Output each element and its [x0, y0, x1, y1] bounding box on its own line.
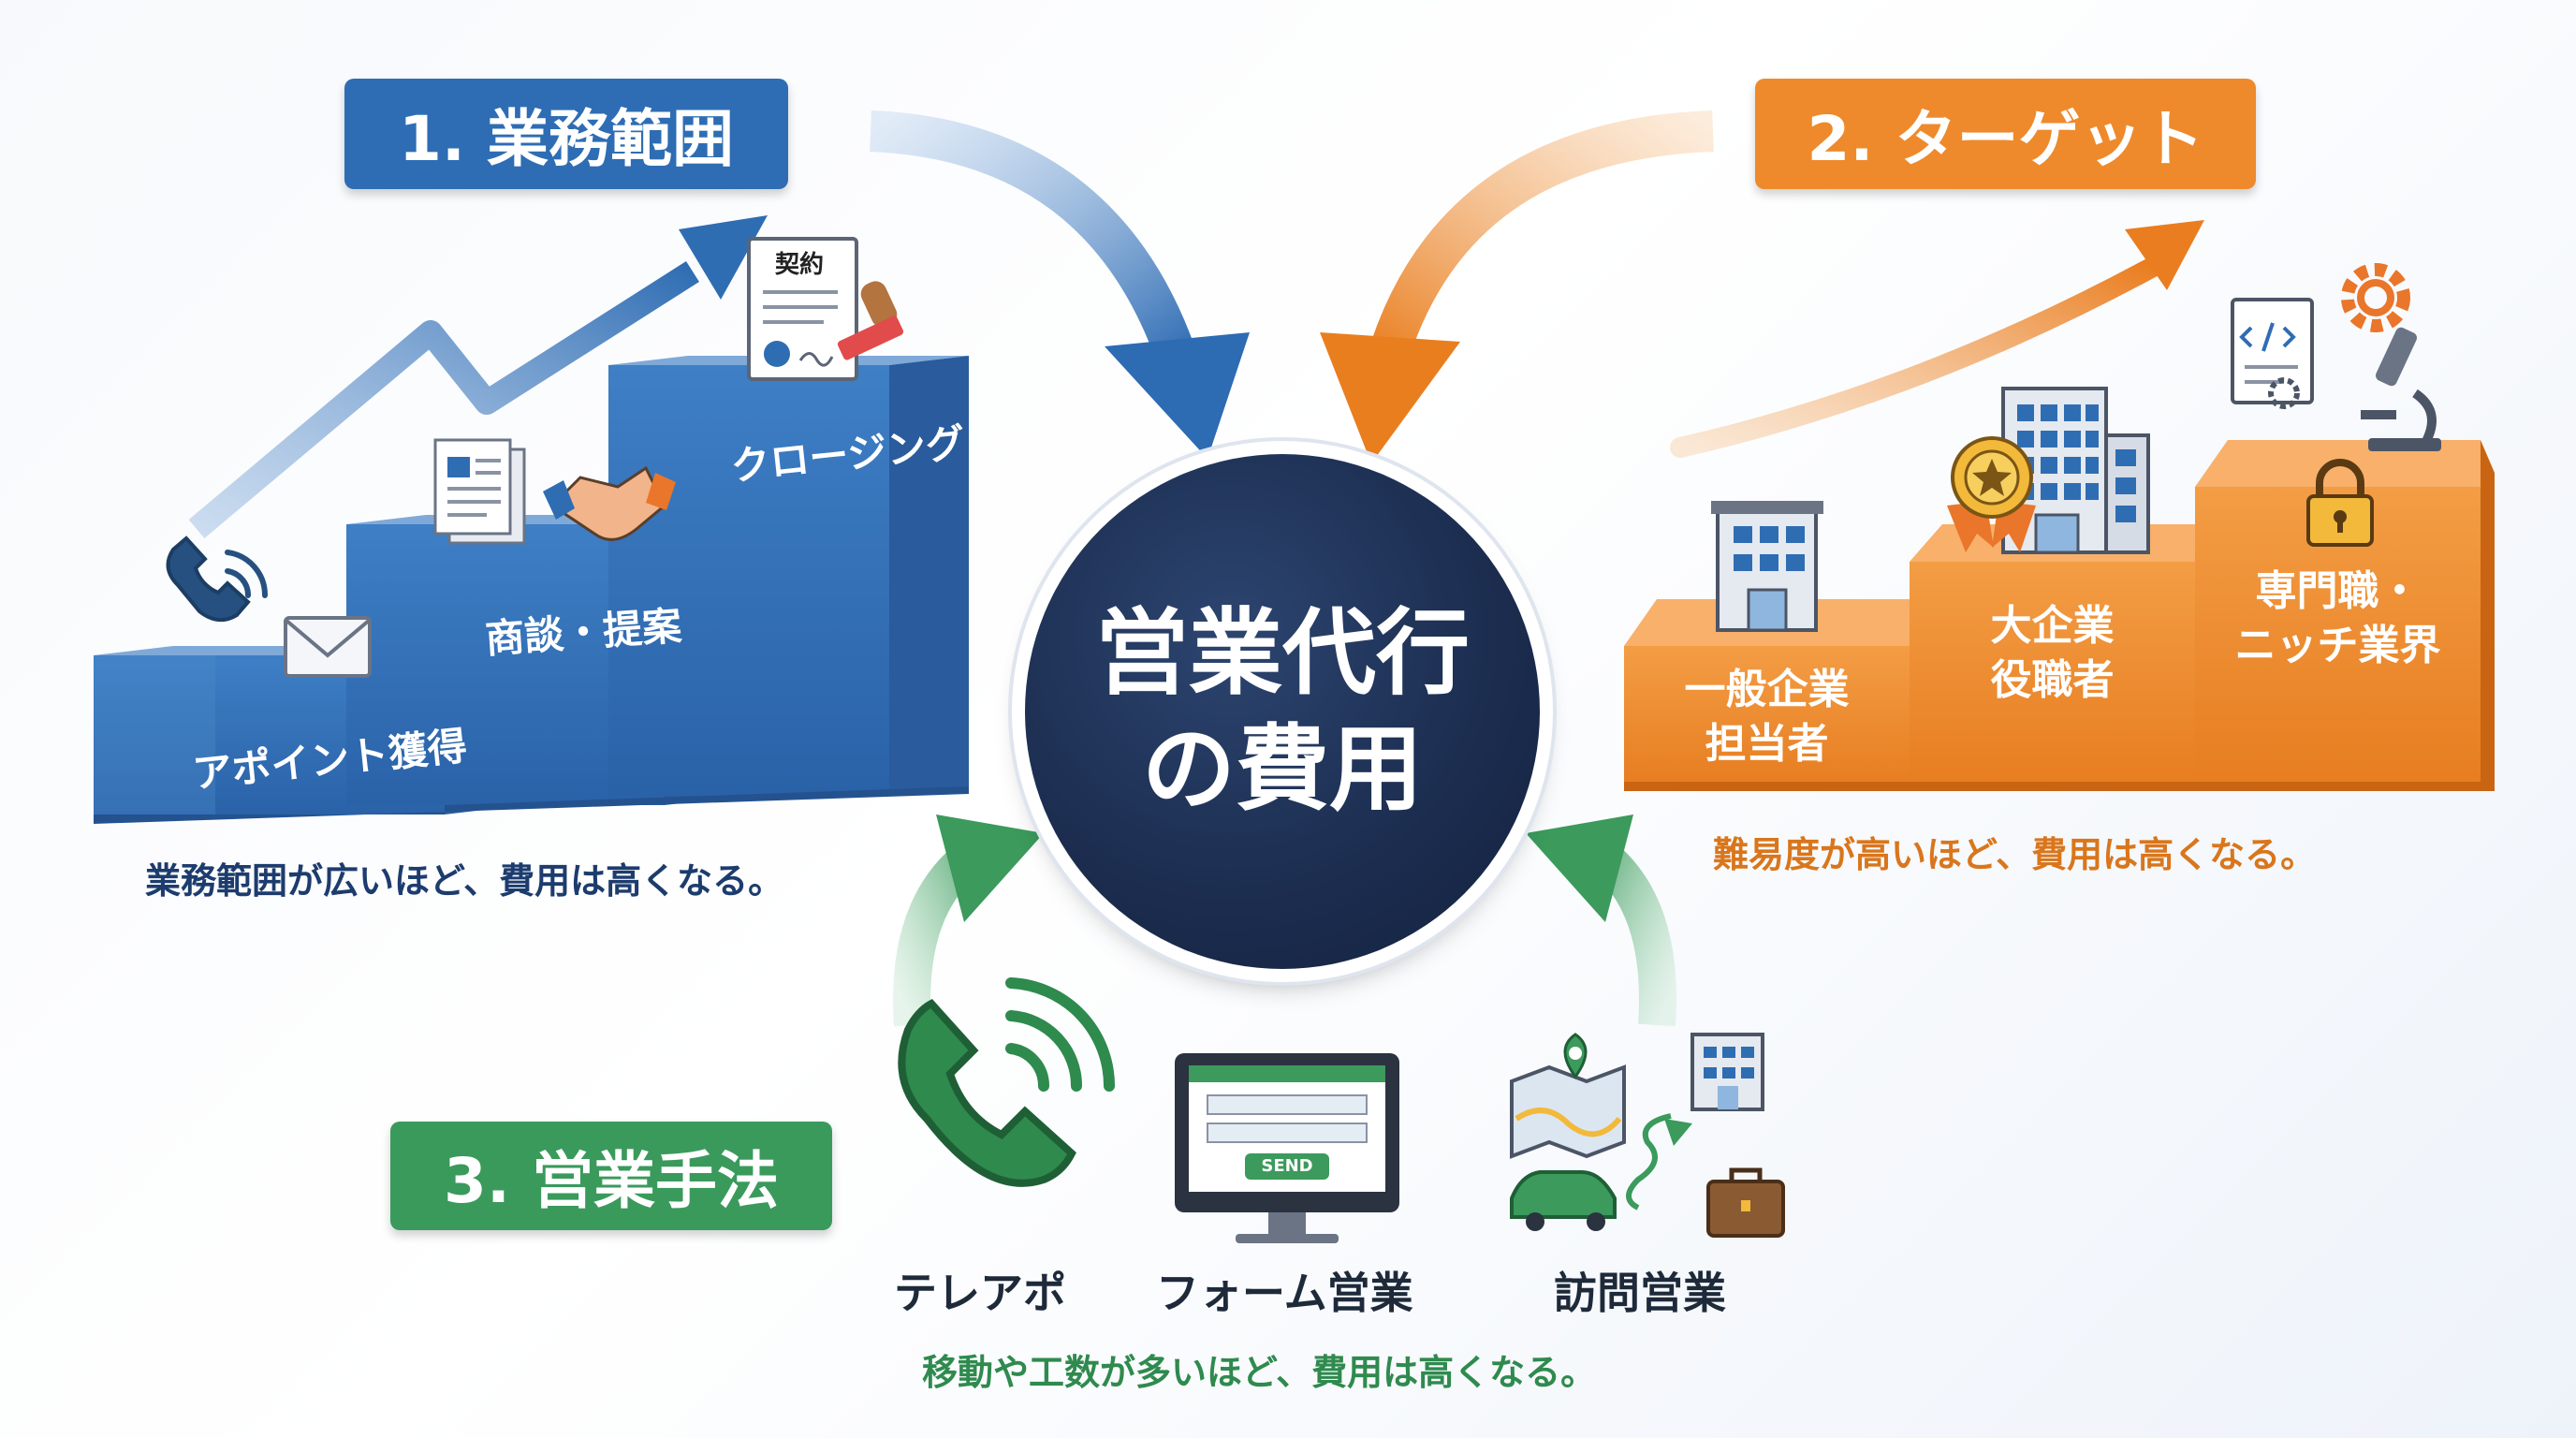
center-title-line1: 営業代行 [1095, 598, 1470, 708]
target-trend-arrow [1670, 220, 2204, 458]
target-step-general-line2: 担当者 [1705, 720, 1829, 768]
mail-icon [284, 616, 372, 678]
target-stairs [1624, 440, 2495, 791]
scope-inflow-arrow [870, 110, 1250, 459]
monitor-form-icon [1175, 1053, 1399, 1243]
method-label-form-sales: フォーム営業 [1156, 1268, 1413, 1318]
send-button-label: SEND [1261, 1156, 1313, 1176]
target-step-general-line1: 一般企業 [1684, 666, 1850, 713]
target-step-specialist-line1: 専門職・ [2255, 567, 2421, 615]
scope-trend-arrow [188, 215, 768, 538]
target-inflow-arrow [1320, 110, 1714, 463]
target-note: 難易度が高いほど、費用は高くなる。 [1713, 834, 2317, 875]
gear-icon [2341, 263, 2410, 332]
center-title-line2: の費用 [1142, 714, 1423, 824]
method-label-visit-sales: 訪問営業 [1554, 1268, 1726, 1318]
award-badge-icon [1947, 436, 2036, 552]
stamp-icon [837, 281, 904, 360]
phone-icon [166, 536, 269, 623]
target-step-specialist-line2: ニッチ業界 [2234, 622, 2441, 669]
center-circle: 営業代行 の費用 [1025, 454, 1540, 969]
scope-title-badge: 1. 業務範囲 [344, 79, 788, 189]
target-step-enterprise-line2: 役職者 [1990, 656, 2115, 704]
method-inflow-arrow-left [893, 814, 1044, 1027]
method-note: 移動や工数が多いほど、費用は高くなる。 [922, 1352, 1597, 1393]
small-office-building-icon [1711, 501, 1823, 632]
visit-route-icons [1510, 1033, 1785, 1238]
microscope-icon [2361, 327, 2441, 451]
contract-document-icon [747, 237, 858, 381]
scope-stairs [94, 356, 969, 824]
lock-icon [2306, 459, 2374, 547]
target-step-specialist: 専門職・ ニッチ業界 [2195, 565, 2481, 673]
telephone-icon [898, 977, 1116, 1187]
handshake-icon [543, 465, 676, 541]
large-office-building-icon [2001, 387, 2150, 554]
method-label-telemarketing: テレアポ [894, 1268, 1066, 1318]
target-title-badge: 2. ターゲット [1755, 79, 2256, 189]
proposal-document-icon [433, 438, 526, 545]
method-title-badge: 3. 営業手法 [390, 1122, 832, 1230]
contract-doc-label: 契約 [775, 251, 825, 279]
scope-note: 業務範囲が広いほど、費用は高くなる。 [145, 860, 784, 902]
target-step-general: 一般企業 担当者 [1624, 663, 1910, 771]
small-gear-icon [2268, 377, 2300, 409]
target-step-enterprise: 大企業 役職者 [1910, 599, 2195, 708]
method-inflow-arrow-right [1526, 814, 1676, 1027]
target-step-enterprise-line1: 大企業 [1990, 602, 2115, 650]
